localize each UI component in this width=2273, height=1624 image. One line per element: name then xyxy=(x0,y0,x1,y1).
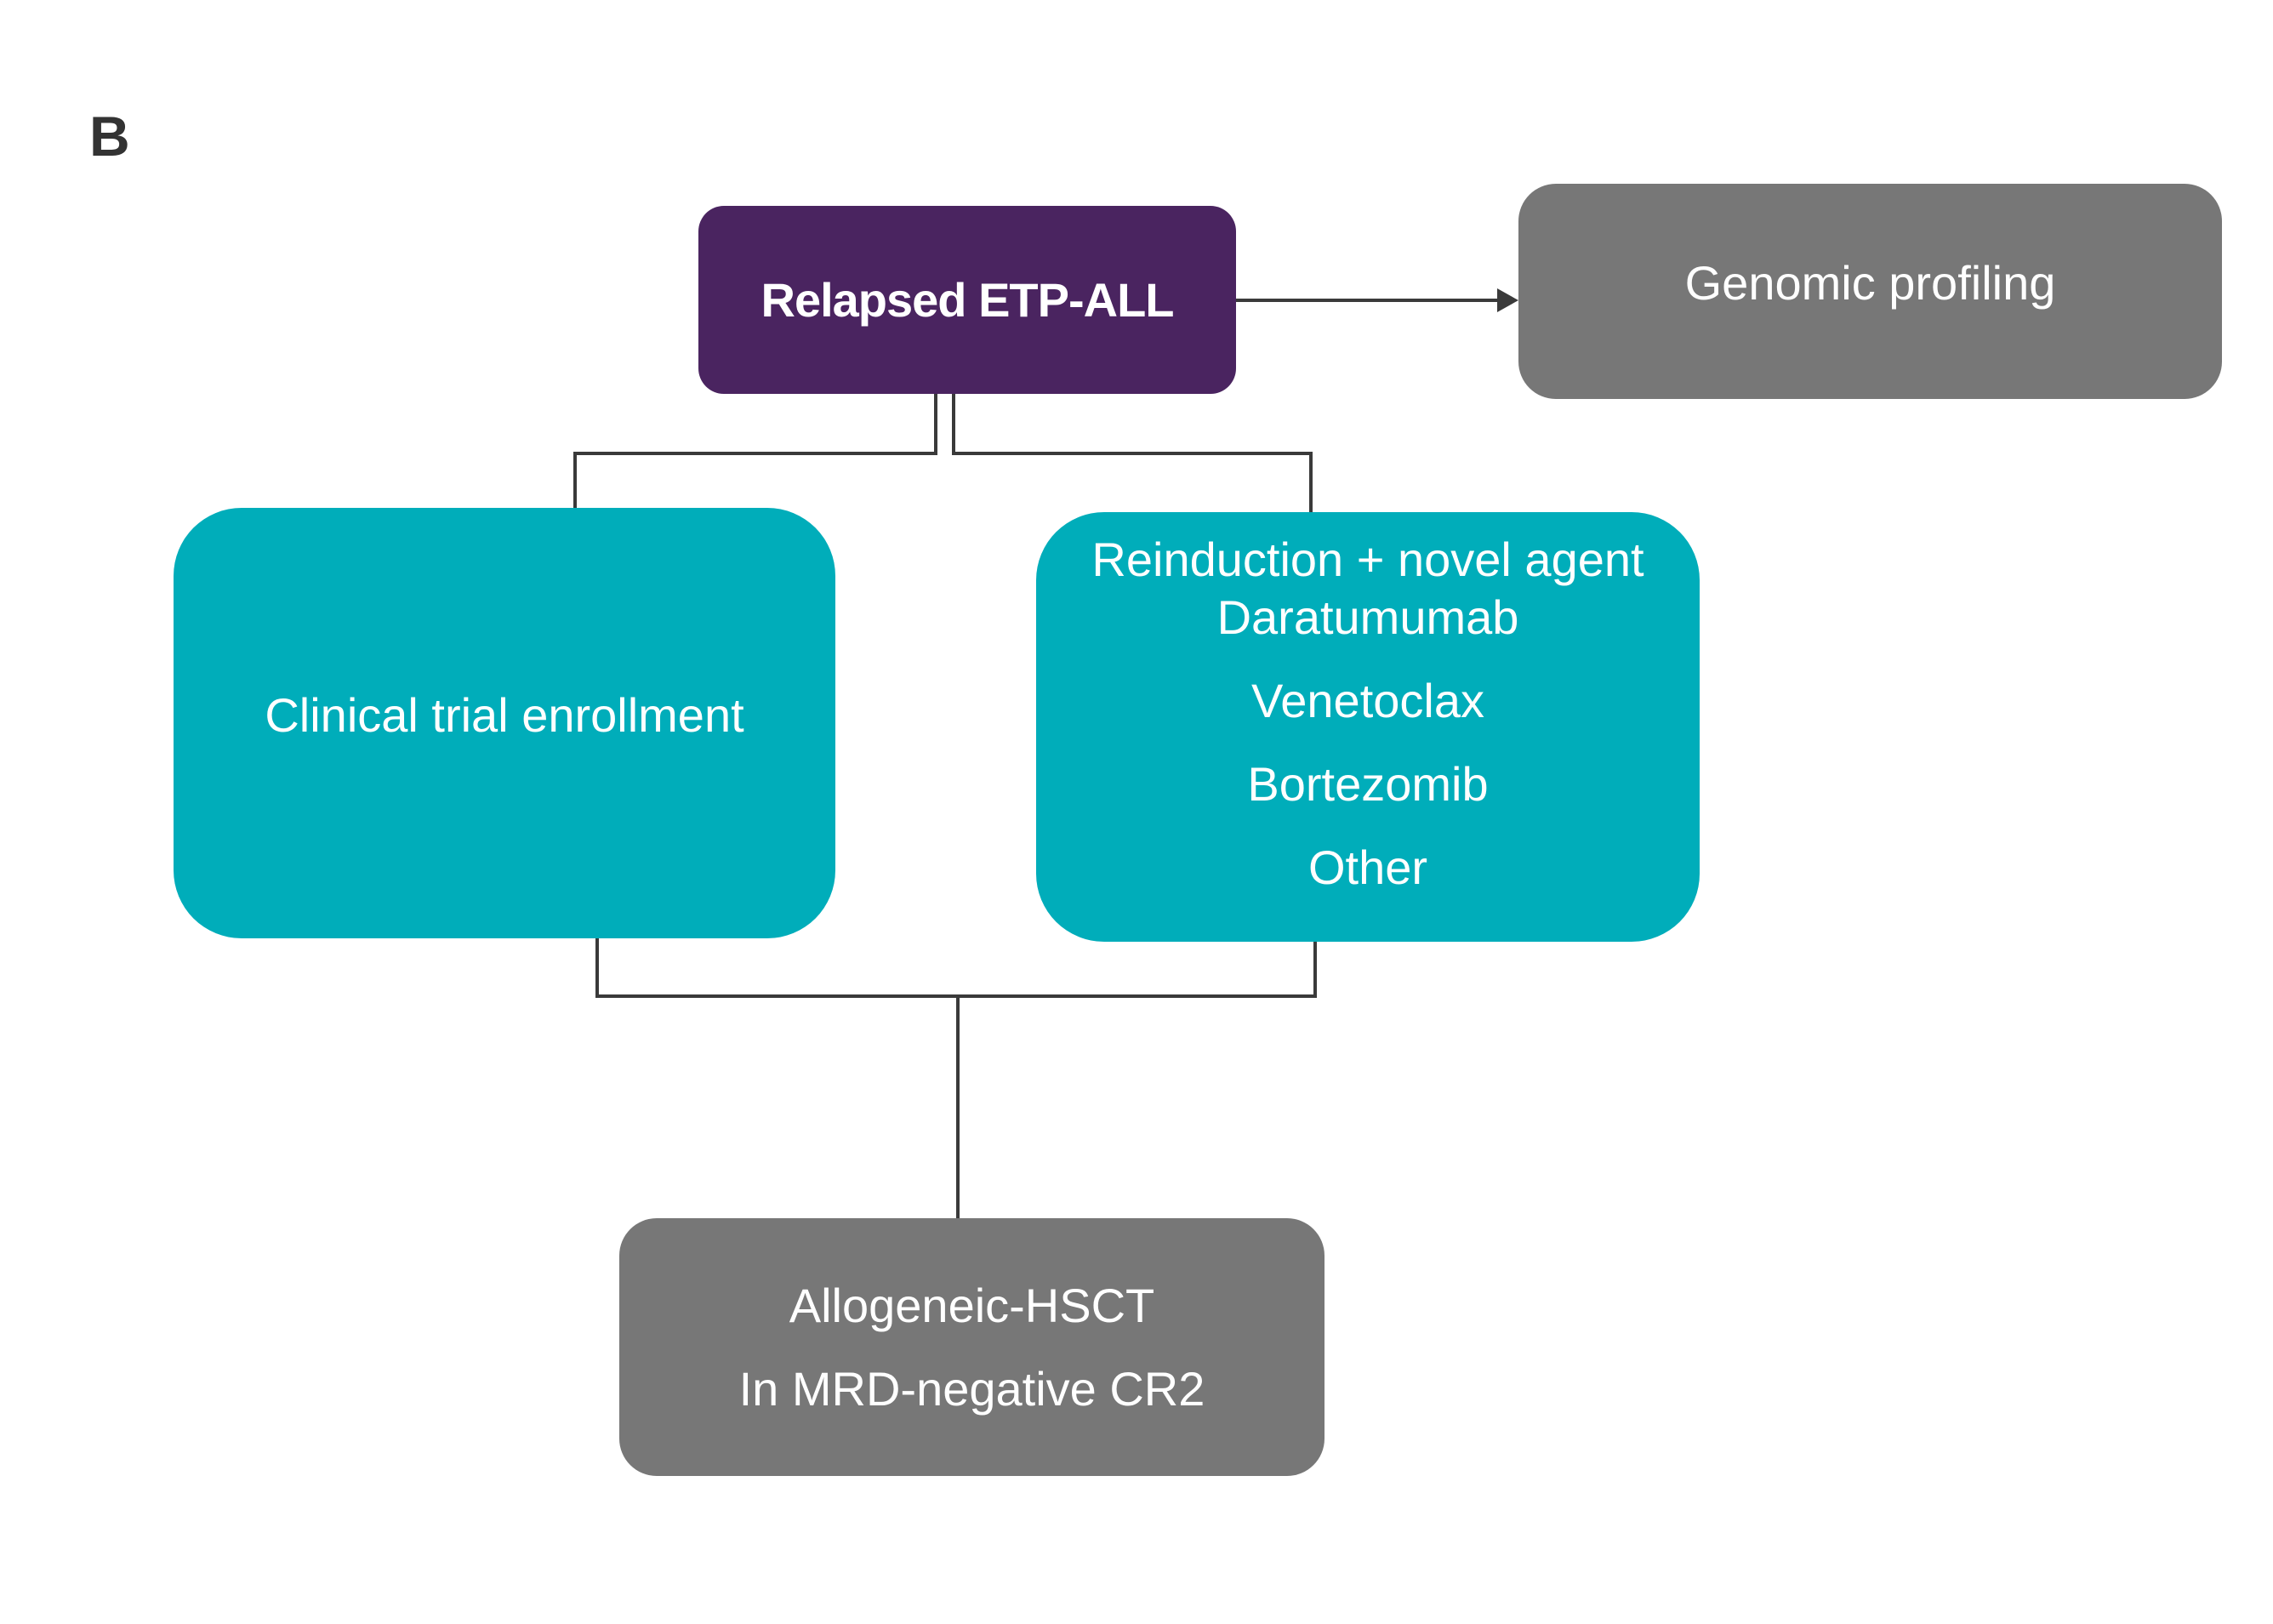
node-relapsed-etp-all: Relapsed ETP-ALL xyxy=(698,206,1236,394)
node-reinduction: Reinduction + novel agent Daratumumab Ve… xyxy=(1036,512,1700,942)
arrowhead-icon xyxy=(1497,288,1518,312)
node-relapsed-label: Relapsed ETP-ALL xyxy=(761,273,1175,327)
reinduction-item: Other xyxy=(1307,840,1428,894)
node-reinduction-title: Reinduction + novel agent xyxy=(1091,533,1644,586)
edge-clinical-trial-merge xyxy=(595,938,1317,998)
node-genomic-profiling: Genomic profiling xyxy=(1518,184,2222,399)
edge-relapsed-clinical-trial xyxy=(573,394,937,508)
reinduction-item: Daratumumab xyxy=(1216,590,1519,644)
reinduction-item: Bortezomib xyxy=(1247,757,1489,811)
reinduction-item: Venetoclax xyxy=(1251,674,1484,727)
edge-relapsed-reinduction xyxy=(952,394,1313,512)
node-genomic-label: Genomic profiling xyxy=(1684,256,2056,310)
panel-label: B xyxy=(89,105,130,168)
node-allo-line-2: In MRD-negative CR2 xyxy=(738,1361,1205,1416)
node-clinical-trial: Clinical trial enrollment xyxy=(174,508,835,938)
node-allo-line-1: Allogeneic-HSCT xyxy=(789,1278,1155,1332)
node-clinical-trial-label: Clinical trial enrollment xyxy=(265,687,744,742)
node-allogeneic-hsct: Allogeneic-HSCT In MRD-negative CR2 xyxy=(619,1218,1324,1476)
